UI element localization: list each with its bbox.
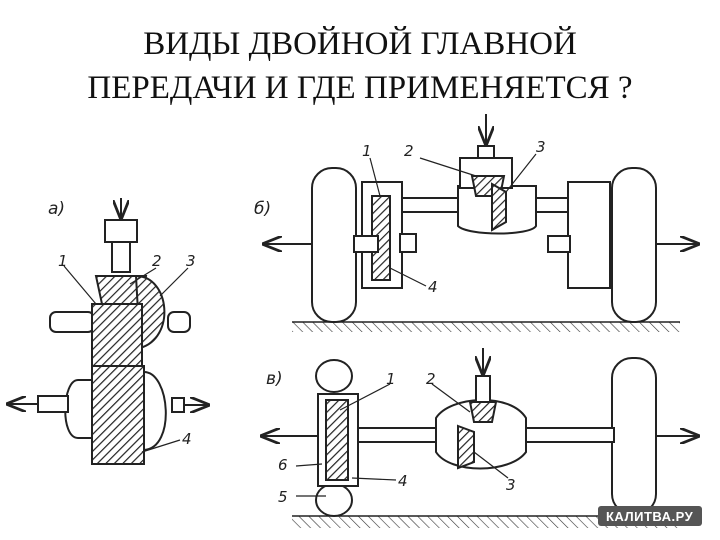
ground-line: [292, 322, 680, 332]
callout-b-4: 4: [428, 278, 438, 296]
title-line-1: ВИДЫ ДВОЙНОЙ ГЛАВНОЙ: [143, 26, 577, 62]
callout-b-2: 2: [404, 142, 414, 160]
callout-v-4: 4: [398, 472, 408, 490]
title-line-2: ПЕРЕДАЧИ И ГДЕ ПРИМЕНЯЕТСЯ ?: [87, 70, 633, 106]
diagram-b-label: б): [254, 199, 271, 219]
diagram-a: а) 1 2 3 4: [8, 198, 208, 465]
left-wheel: [311, 167, 357, 323]
callout-v-5: 5: [278, 488, 288, 506]
callout-v-1: 1: [386, 370, 396, 388]
watermark-badge: КАЛИТВА.РУ: [598, 506, 702, 526]
right-wheel-v: [611, 357, 657, 515]
callout-a-3: 3: [186, 252, 196, 270]
hub-gear-v: [325, 399, 349, 481]
diagram-v: в) 1 2 3 4 5 6: [262, 348, 698, 528]
slide-title: ВИДЫ ДВОЙНОЙ ГЛАВНОЙ ПЕРЕДАЧИ И ГДЕ ПРИМ…: [0, 22, 720, 110]
callout-v-3: 3: [506, 476, 516, 494]
spur-pinion: [91, 303, 143, 369]
watermark-text: КАЛИТВА.РУ: [606, 509, 694, 524]
diagram-v-label: в): [266, 369, 283, 389]
callout-b-3: 3: [536, 138, 546, 156]
callout-b-1: 1: [362, 142, 372, 160]
large-spur-gear: [91, 365, 145, 465]
callout-a-2: 2: [152, 252, 162, 270]
diagram-a-label: а): [48, 199, 65, 219]
bevel-ring-gear: [134, 274, 166, 350]
diagram-b: б) 1 2 3 4: [254, 114, 698, 332]
callout-a-4: 4: [182, 430, 192, 448]
callout-a-1: 1: [58, 252, 68, 270]
callout-v-2: 2: [426, 370, 436, 388]
right-wheel: [611, 167, 657, 323]
callout-v-6: 6: [278, 456, 288, 474]
